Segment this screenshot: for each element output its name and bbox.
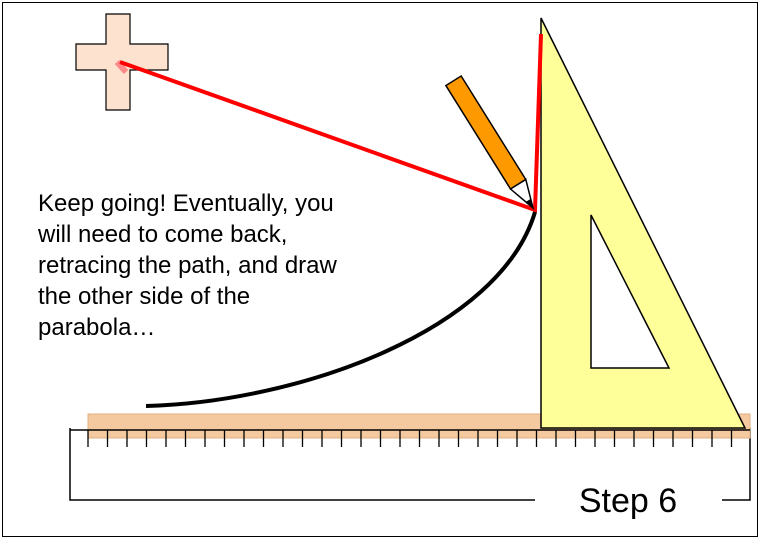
instruction-text: Keep going! Eventually, you will need to… (38, 188, 458, 343)
instruction-line: parabola… (38, 314, 156, 341)
pencil-icon (444, 74, 535, 211)
instruction-line: the other side of the (38, 283, 251, 310)
set-square-cutout (590, 214, 671, 369)
instruction-line: Keep going! Eventually, you (38, 190, 334, 217)
step-label: Step 6 (538, 473, 718, 529)
instruction-line: will need to come back, (38, 221, 288, 248)
string-line (119, 33, 543, 213)
ruler-ticks (87, 430, 733, 447)
instruction-line: retracing the path, and draw (38, 252, 337, 279)
parabola-curve (145, 211, 537, 408)
directrix-bracket (69, 428, 751, 501)
focus-pin (114, 59, 129, 75)
